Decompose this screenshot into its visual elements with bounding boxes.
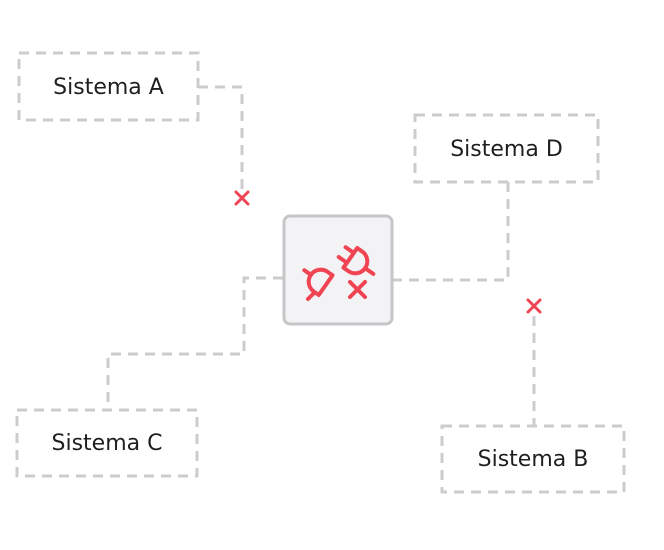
node-label: Sistema D <box>450 137 563 162</box>
connector-d <box>393 182 510 282</box>
node-label: Sistema B <box>478 447 589 472</box>
hub-node <box>282 214 394 326</box>
node-sistema-a: Sistema A <box>17 51 200 122</box>
connector-a <box>198 85 244 190</box>
node-sistema-d: Sistema D <box>413 113 600 184</box>
node-label: Sistema C <box>52 431 163 456</box>
close-icon <box>526 298 542 314</box>
node-label: Sistema A <box>53 75 164 100</box>
connector-c <box>106 276 283 410</box>
close-icon <box>234 190 250 206</box>
node-sistema-c: Sistema C <box>15 408 199 478</box>
node-sistema-b: Sistema B <box>440 424 626 494</box>
disconnected-plug-icon <box>302 245 376 301</box>
